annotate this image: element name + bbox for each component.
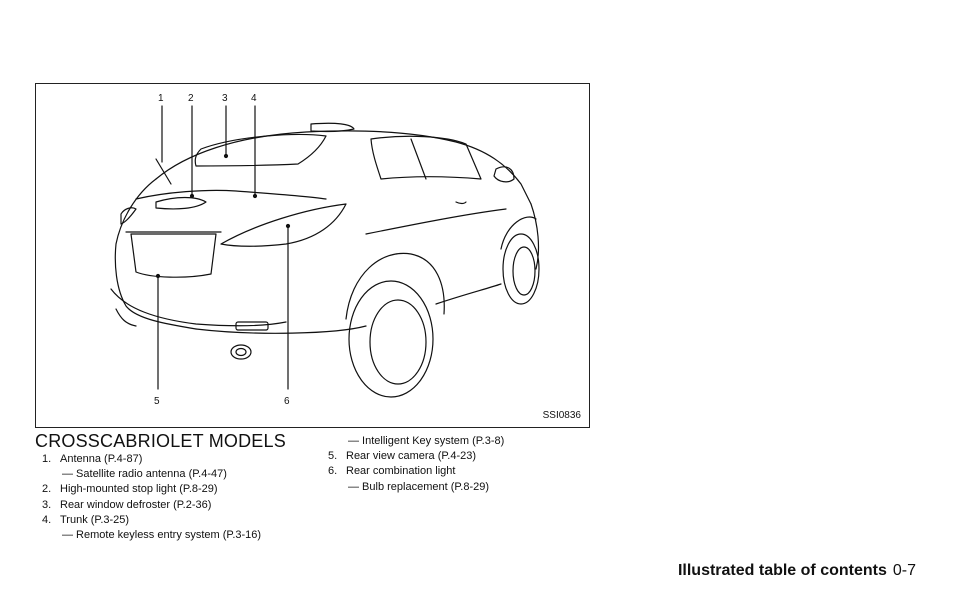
legend-item: 3.Rear window defroster (P.2-36) bbox=[42, 498, 212, 511]
legend-item: 2.High-mounted stop light (P.8-29) bbox=[42, 483, 218, 496]
legend-column-1: 1.Antenna (P.4-87) — Satellite radio ant… bbox=[42, 452, 332, 543]
legend-item: 4.Trunk (P.3-25) bbox=[42, 513, 130, 526]
legend-column-2: — Intelligent Key system (P.3-8) 5.Rear … bbox=[328, 434, 598, 495]
figure-code: SSI0836 bbox=[542, 410, 581, 421]
page-footer: Illustrated table of contents 0-7 bbox=[678, 562, 916, 580]
car-illustration-figure: 1 2 3 4 5 6 SSI0836 bbox=[35, 83, 590, 428]
callout-6: 6 bbox=[284, 396, 290, 407]
legend-item: 6.Rear combination light bbox=[328, 465, 456, 478]
footer-section-title: Illustrated table of contents bbox=[677, 562, 887, 579]
callout-4: 4 bbox=[251, 93, 257, 104]
legend-item: 5.Rear view camera (P.4-23) bbox=[328, 450, 477, 463]
car-rear-drawing bbox=[110, 105, 540, 398]
callout-1: 1 bbox=[158, 93, 164, 104]
section-heading: CROSSCABRIOLET MODELS bbox=[35, 431, 286, 451]
legend-item: 1.Antenna (P.4-87) bbox=[42, 453, 143, 465]
page-number: 0-7 bbox=[892, 562, 916, 579]
legend-subitem: — Satellite radio antenna (P.4-47) bbox=[62, 468, 227, 481]
callout-2: 2 bbox=[188, 93, 194, 104]
legend-subitem: — Bulb replacement (P.8-29) bbox=[348, 480, 490, 493]
callout-5: 5 bbox=[154, 396, 160, 407]
callout-3: 3 bbox=[222, 93, 228, 104]
legend-subitem: — Remote keyless entry system (P.3-16) bbox=[62, 529, 262, 542]
legend-subitem: — Intelligent Key system (P.3-8) bbox=[348, 435, 505, 447]
